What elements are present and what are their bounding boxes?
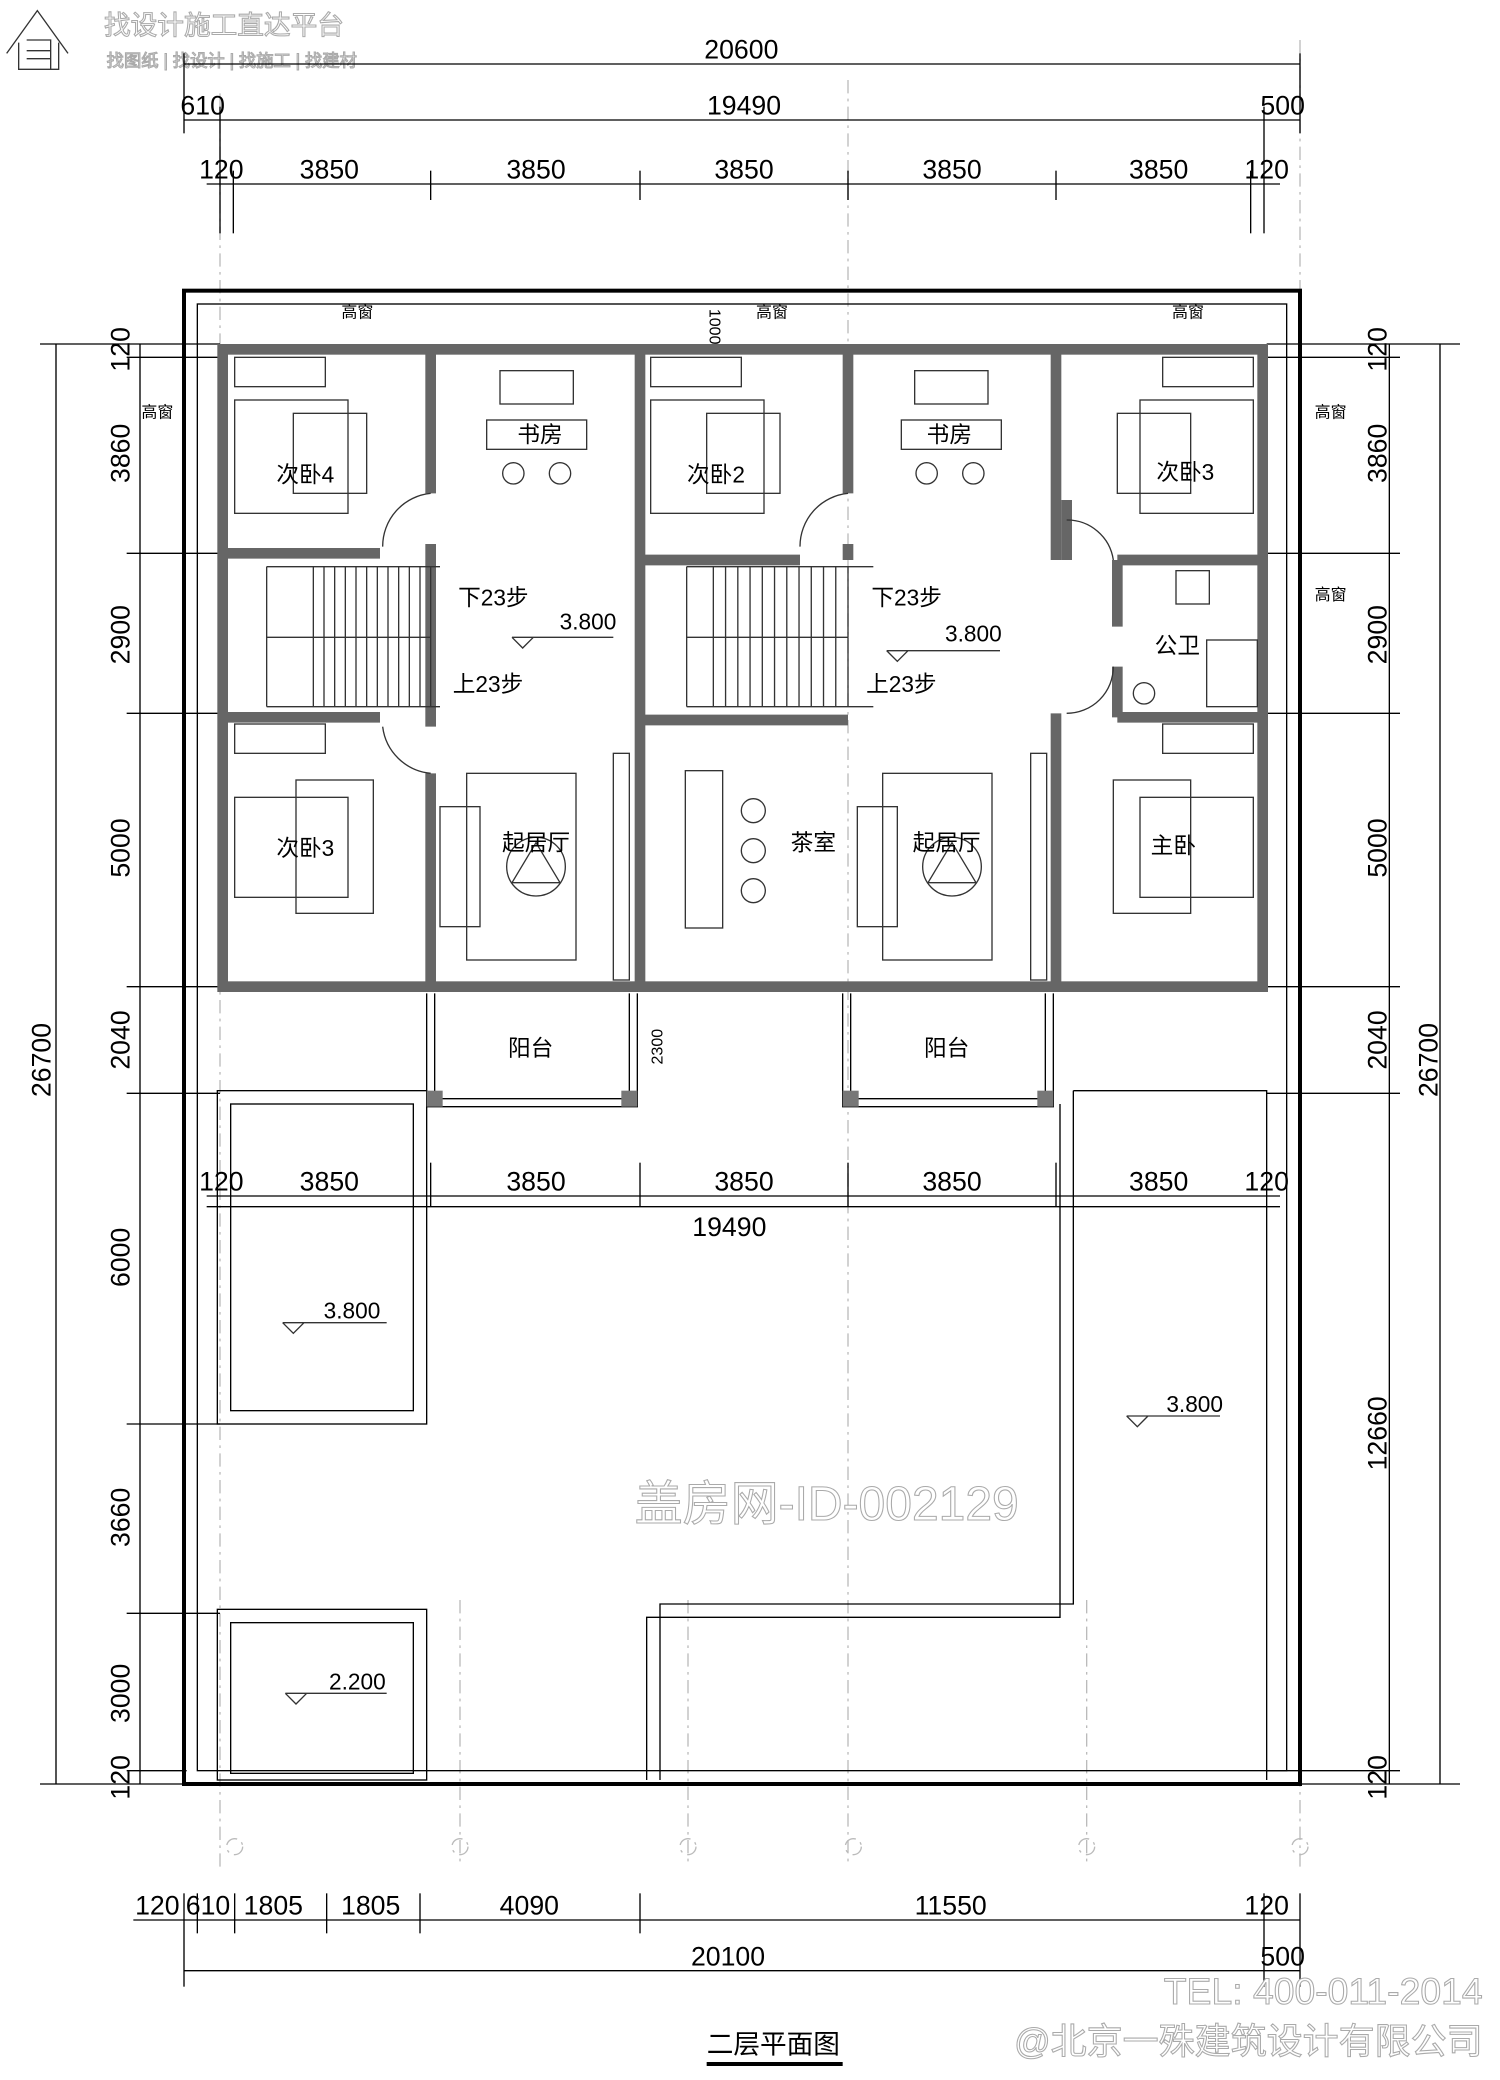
- dimensions-top: 20600 610 19490 500 120 3850 3850 3850 3…: [180, 35, 1305, 234]
- dim-top-bay: 3850: [506, 155, 565, 185]
- dim-left-seg: 5000: [105, 818, 135, 877]
- dim-right-seg: 12660: [1363, 1396, 1393, 1470]
- dim-mid-edge: 120: [1244, 1167, 1288, 1197]
- high-window-label: 高窗: [756, 303, 788, 321]
- high-window-label: 高窗: [1315, 586, 1347, 604]
- high-window-label: 高窗: [1315, 403, 1347, 421]
- dimensions-bottom: 120 610 1805 1805 4090 11550 120 20100 5…: [133, 1891, 1305, 1987]
- terraces: [216, 1090, 1268, 1781]
- doors: [381, 492, 1114, 774]
- room-master-bedroom: 主卧: [1151, 832, 1196, 858]
- dim-left-seg: 120: [105, 1755, 135, 1799]
- parapet-line: [196, 303, 1288, 1772]
- dimensions-right: 26700 120 3860 2900 5000 2040 12660 120: [1266, 327, 1460, 1800]
- room-tea-room: 茶室: [791, 830, 836, 856]
- furniture: [234, 356, 1258, 981]
- dim-bottom-right: 500: [1260, 1941, 1304, 1971]
- high-window-label: 高窗: [141, 403, 173, 421]
- dim-top-bay: 3850: [922, 155, 981, 185]
- dim-left-seg: 2040: [105, 1010, 135, 1069]
- balconies: [426, 993, 1054, 1108]
- watermark-tel: TEL: 400-011-2014: [1164, 1970, 1483, 2012]
- dim-mid-bay: 3850: [300, 1167, 359, 1197]
- logo-subtitle: 找图纸 | 找设计 | 找施工 | 找建材: [107, 51, 357, 71]
- dim-top-inner: 19490: [707, 91, 781, 121]
- dim-right-total: 26700: [1413, 1023, 1443, 1097]
- room-balcony-2: 阳台: [924, 1035, 969, 1061]
- dim-top-total: 20600: [704, 35, 778, 65]
- elevation-marks: 3.800 3.800 3.800 3.800 2.200: [282, 608, 1223, 1705]
- elevation-low: 2.200: [329, 1668, 386, 1694]
- dim-left-seg: 2900: [105, 605, 135, 664]
- room-public-bathroom: 公卫: [1155, 632, 1200, 658]
- dim-right-seg: 2040: [1363, 1010, 1393, 1069]
- stair-up-1: 上23步: [453, 671, 524, 697]
- drawing-title: 二层平面图: [707, 2029, 840, 2059]
- stair-dim: 2300: [650, 1029, 667, 1065]
- watermark-logo: 找设计施工直达平台 找图纸 | 找设计 | 找施工 | 找建材: [6, 9, 358, 71]
- stair-down-1: 下23步: [458, 584, 529, 610]
- dim-top-bay: 3850: [300, 155, 359, 185]
- room-bedroom-3-right: 次卧3: [1156, 459, 1214, 485]
- dim-top-edge: 120: [1244, 155, 1288, 185]
- dim-bottom-seg: 120: [135, 1891, 179, 1921]
- room-bedroom-4: 次卧4: [276, 462, 334, 488]
- elevation-terrace-left: 3.800: [324, 1298, 381, 1324]
- room-balcony-1: 阳台: [508, 1035, 553, 1061]
- dim-right-seg: 3860: [1363, 424, 1393, 483]
- stair-down-2: 下23步: [871, 584, 942, 610]
- dim-top-bay: 3850: [1129, 155, 1188, 185]
- elevation-floor-1: 3.800: [560, 608, 617, 634]
- walls: [217, 344, 1268, 992]
- dim-mid-bay: 3850: [1129, 1167, 1188, 1197]
- watermark-company: @北京一殊建筑设计有限公司: [1014, 2020, 1483, 2061]
- dim-left-seg: 6000: [105, 1228, 135, 1287]
- dim-mid-bay: 3850: [922, 1167, 981, 1197]
- door-dim: 1000: [705, 309, 722, 345]
- stair-up-2: 上23步: [866, 671, 937, 697]
- room-labels: 次卧4 书房 次卧2 书房 次卧3 公卫 次卧3 起居厅 茶室 起居厅 主卧 阳…: [141, 303, 1346, 1064]
- dim-mid-total: 19490: [692, 1212, 766, 1242]
- dim-mid-edge: 120: [199, 1167, 243, 1197]
- dim-mid-bay: 3850: [506, 1167, 565, 1197]
- high-window-label: 高窗: [341, 303, 373, 321]
- room-study-1: 书房: [517, 422, 562, 448]
- high-window-label: 高窗: [1172, 303, 1204, 321]
- dim-top-left: 610: [180, 91, 224, 121]
- roof-outline: [182, 288, 1302, 1786]
- dim-right-seg: 120: [1363, 1755, 1393, 1799]
- room-bedroom-2: 次卧2: [687, 462, 745, 488]
- dim-left-total: 26700: [27, 1023, 57, 1097]
- room-living-2: 起居厅: [913, 830, 981, 856]
- dim-left-seg: 3000: [105, 1664, 135, 1723]
- dim-top-edge: 120: [199, 155, 243, 185]
- room-living-1: 起居厅: [502, 830, 570, 856]
- dimensions-left: 26700 120 3860 2900 5000 2040 6000 3660 …: [27, 327, 220, 1800]
- dim-top-bay: 3850: [714, 155, 773, 185]
- room-bedroom-3-left: 次卧3: [276, 835, 334, 861]
- dim-right-seg: 2900: [1363, 605, 1393, 664]
- logo-title: 找设计施工直达平台: [104, 11, 344, 41]
- dim-bottom-seg: 1805: [341, 1891, 400, 1921]
- watermark-center: 盖房网-ID-002129: [635, 1478, 1019, 1531]
- dim-left-seg: 120: [105, 327, 135, 371]
- elevation-floor-2: 3.800: [945, 620, 1002, 646]
- stairs: [266, 566, 874, 708]
- dim-bottom-seg: 610: [186, 1891, 230, 1921]
- elevation-terrace-right: 3.800: [1166, 1391, 1223, 1417]
- dim-bottom-seg: 1805: [244, 1891, 303, 1921]
- dim-left-seg: 3660: [105, 1488, 135, 1547]
- dimensions-mid: 120 3850 3850 3850 3850 3850 120 19490: [199, 1162, 1289, 1242]
- dim-top-right: 500: [1260, 91, 1304, 121]
- dim-mid-bay: 3850: [714, 1167, 773, 1197]
- dim-bottom-seg: 120: [1244, 1891, 1288, 1921]
- dim-bottom-seg: 11550: [915, 1891, 987, 1921]
- dim-left-seg: 3860: [105, 424, 135, 483]
- dim-bottom-total: 20100: [691, 1941, 765, 1971]
- dim-right-seg: 120: [1363, 327, 1393, 371]
- dim-right-seg: 5000: [1363, 818, 1393, 877]
- room-study-2: 书房: [927, 422, 972, 448]
- dim-bottom-seg: 4090: [500, 1891, 559, 1921]
